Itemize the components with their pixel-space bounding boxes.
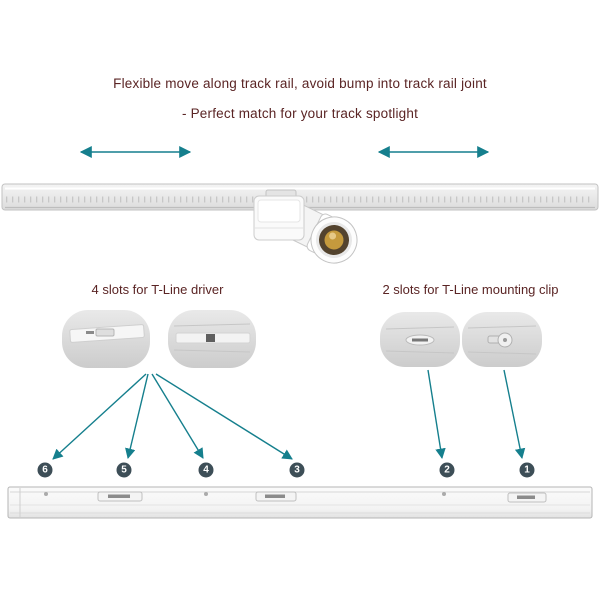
detail-bubble-clip-1 xyxy=(380,312,460,367)
track-spotlight xyxy=(253,189,358,264)
detail-bubble-clip-2 xyxy=(462,312,542,367)
pointer-arrows-clip xyxy=(427,369,526,460)
label-driver-slots: 4 slots for T-Line driver xyxy=(91,282,224,297)
headline-line1: Flexible move along track rail, avoid bu… xyxy=(113,76,487,91)
pointer-arrows-driver xyxy=(52,373,293,460)
slot-marker-2: 2 xyxy=(439,462,455,478)
slot-marker-3: 3 xyxy=(289,462,305,478)
detail-bubble-driver-2 xyxy=(168,310,256,368)
bottom-track-rail xyxy=(7,486,593,519)
slot-marker-1: 1 xyxy=(519,462,535,478)
label-clip-slots: 2 slots for T-Line mounting clip xyxy=(382,282,559,297)
slot-marker-5: 5 xyxy=(116,462,132,478)
slot-marker-4: 4 xyxy=(198,462,214,478)
slot-marker-6: 6 xyxy=(37,462,53,478)
detail-bubble-driver-1 xyxy=(62,310,150,368)
headline-line2: - Perfect match for your track spotlight xyxy=(181,106,419,121)
